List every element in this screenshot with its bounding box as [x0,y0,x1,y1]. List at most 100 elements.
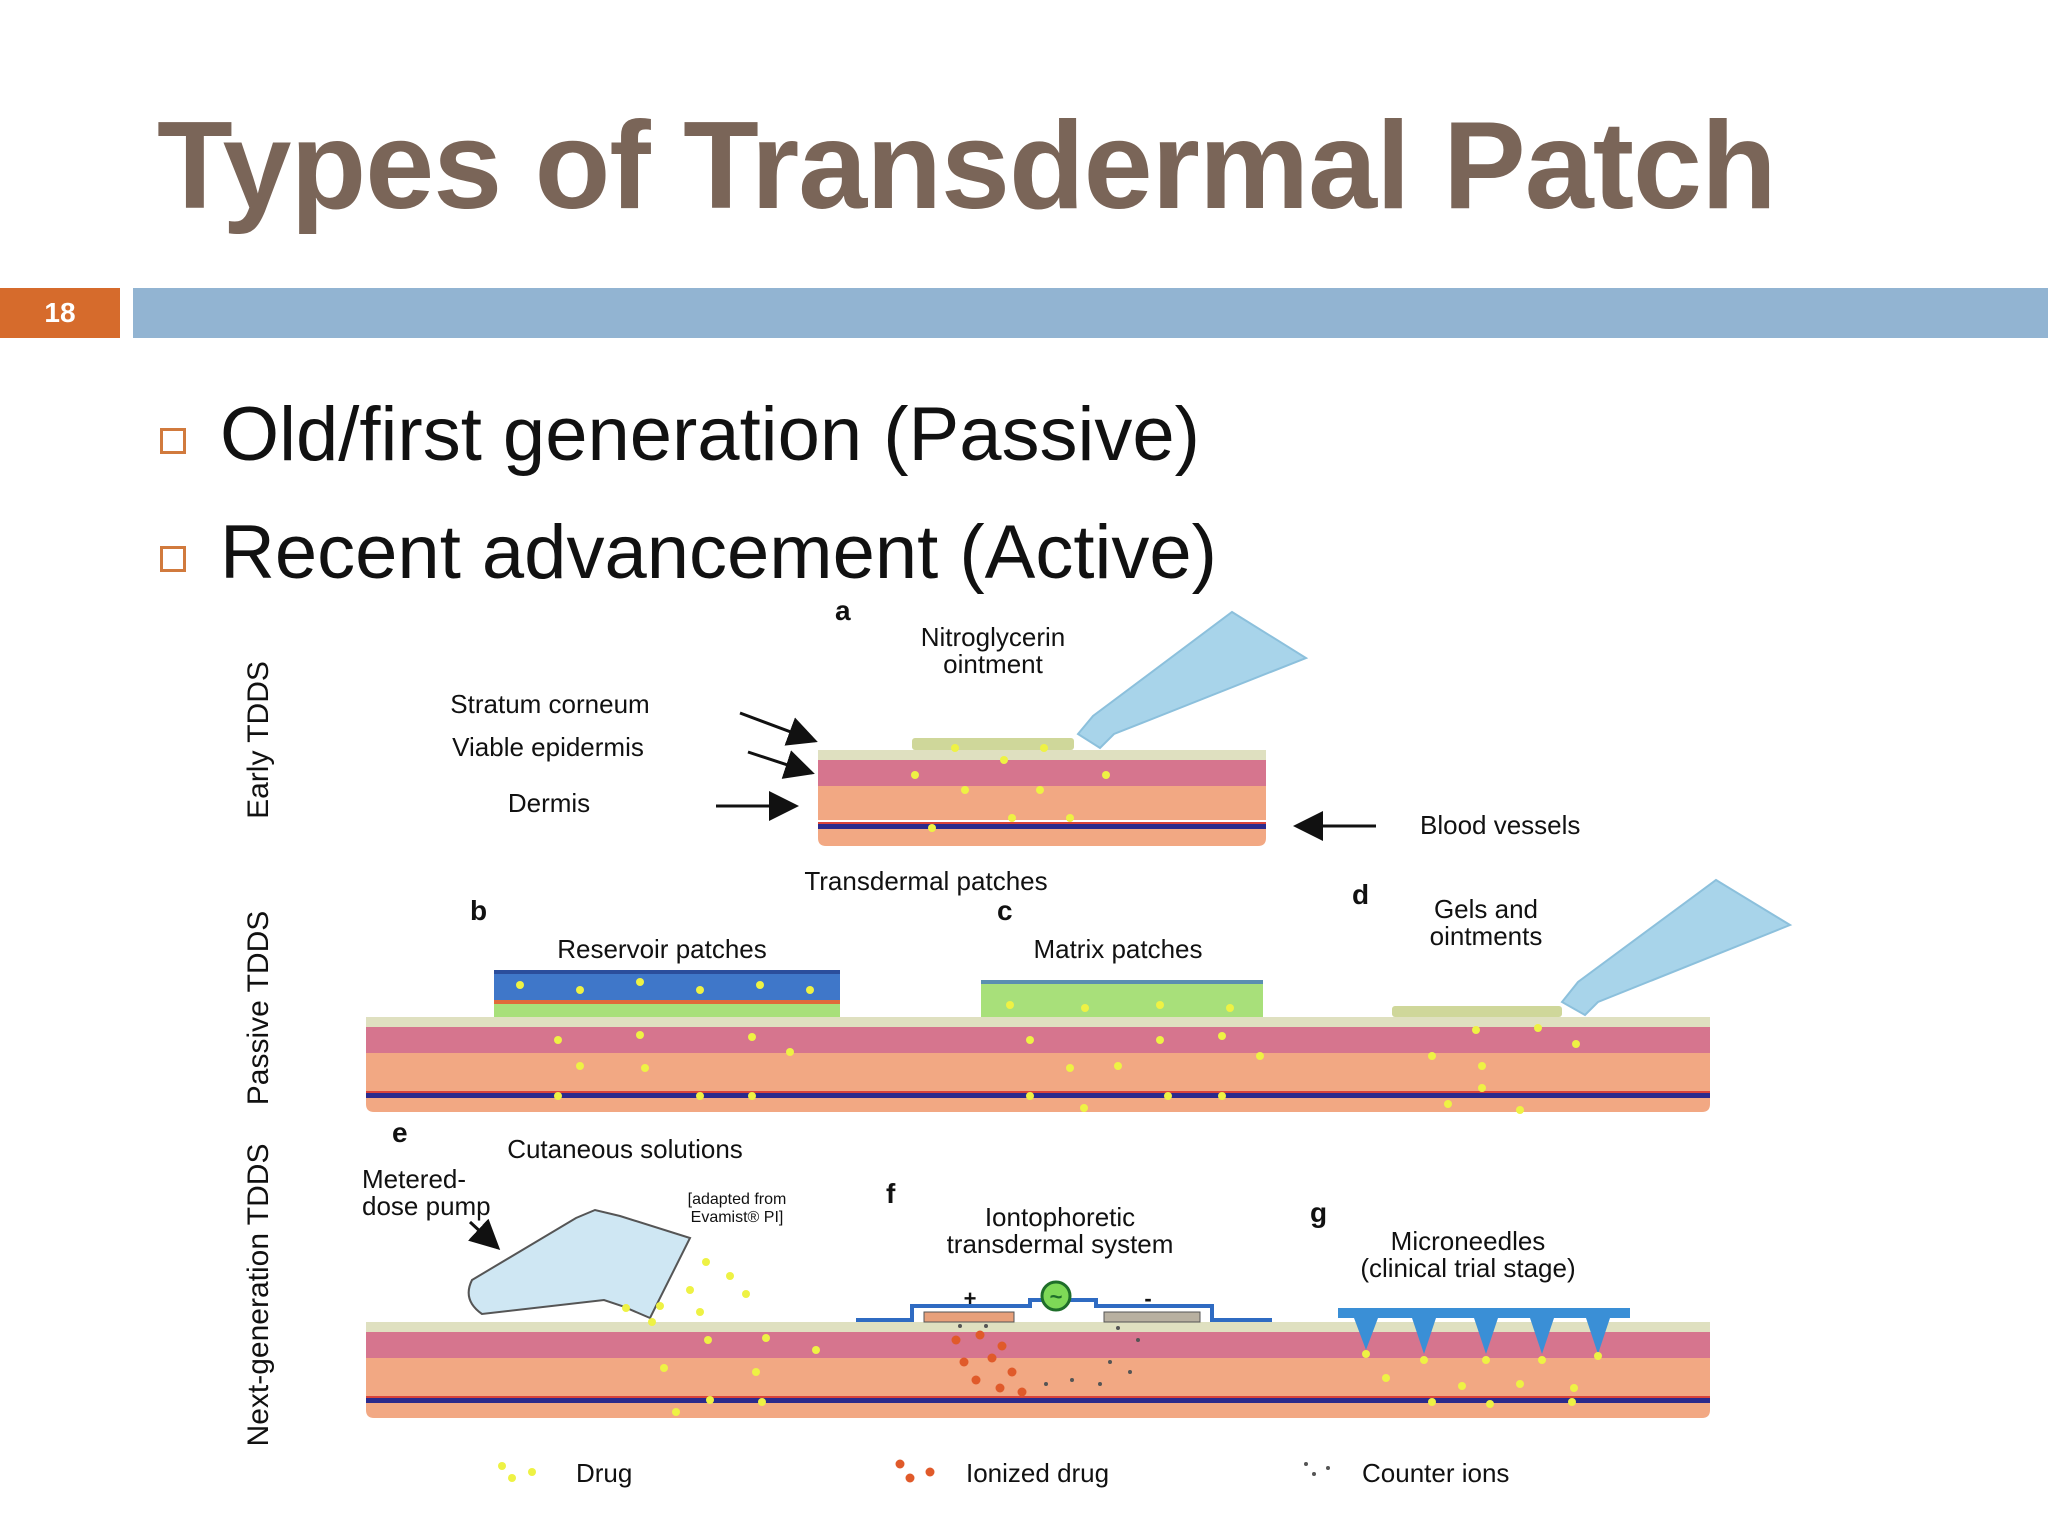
gels-label-line1: Gels and [1434,894,1538,924]
square-bullet-icon [160,546,186,572]
square-bullet-icon [160,428,186,454]
counter-ion-dot [984,1324,988,1328]
skin-epidermis [366,1027,1710,1053]
cutaneous-solutions-label: Cutaneous solutions [507,1134,743,1164]
drug-dot [786,1048,794,1056]
drug-dot [1102,771,1110,779]
drug-dot [1156,1001,1164,1009]
panel-a-letter: a [835,595,851,626]
pump-label-line2: dose pump [362,1191,491,1221]
title-divider-bar [133,288,2048,338]
ionized-drug-dot [975,1330,985,1340]
row-label-early: Early TDDS [242,661,275,819]
legend-ionized-drug-icon [895,1459,905,1469]
drug-dot [702,1258,710,1266]
ionized-drug-dot [1007,1367,1017,1377]
drug-dot [622,1304,630,1312]
bullet-item: Old/first generation (Passive) [160,375,1217,493]
drug-dot [1026,1036,1034,1044]
drug-dot [696,1308,704,1316]
gel-layer [1392,1006,1562,1017]
panel-passive: Transdermal patches b Reservoir patches … [366,866,1793,1114]
iontophoretic-label-line2: transdermal system [947,1229,1174,1259]
drug-dot [516,981,524,989]
legend-drug-icon [528,1468,536,1476]
drug-dot [686,1286,694,1294]
blood-vessel-line [366,1093,1710,1098]
drug-dot [1428,1052,1436,1060]
drug-dot [1486,1400,1494,1408]
counter-ion-dot [1044,1382,1048,1386]
drug-dot [911,771,919,779]
skin-epidermis [366,1332,1710,1358]
drug-dot [1000,756,1008,764]
microneedle-icon [1354,1318,1378,1350]
drug-dot [726,1272,734,1280]
counter-ion-dot [1116,1326,1120,1330]
drug-dot [742,1290,750,1298]
ionized-drug-dot [951,1335,961,1345]
drug-dot [636,1031,644,1039]
iontophoretic-circuit [856,1298,1272,1322]
drug-dot [1226,1004,1234,1012]
drug-dot [748,1033,756,1041]
anode-reservoir [923,1311,1015,1323]
slide-title: Types of Transdermal Patch [157,97,1777,235]
microneedle-icon [1412,1318,1436,1354]
drug-dot [1444,1100,1452,1108]
drug-dot [1572,1040,1580,1048]
drug-dot [1458,1382,1466,1390]
nitroglycerin-tube-icon [1076,610,1309,750]
legend-counter-ion-icon [1326,1466,1330,1470]
reservoir-patch-backing [494,970,840,974]
row-label-next-gen: Next-generation TDDS [242,1144,275,1447]
blood-vessels-label: Blood vessels [1420,810,1580,840]
legend: Drug Ionized drug Counter ions [498,1458,1509,1488]
skin-bottom [366,1098,1710,1112]
metered-dose-pump-icon [467,1208,692,1320]
drug-dot [648,1318,656,1326]
drug-dot [961,786,969,794]
drug-dot [696,986,704,994]
panel-e-letter: e [392,1117,408,1148]
drug-dot [1218,1032,1226,1040]
viable-epidermis-label: Viable epidermis [452,732,644,762]
reservoir-patches-label: Reservoir patches [557,934,767,964]
legend-drug-label: Drug [576,1458,632,1488]
skin-bottom [818,829,1266,846]
drug-dot [1114,1062,1122,1070]
drug-dot [1026,1092,1034,1100]
ionized-drug-dot [1017,1387,1027,1397]
drug-dot [928,824,936,832]
matrix-patches-label: Matrix patches [1033,934,1202,964]
counter-ion-dot [958,1324,962,1328]
matrix-patch-body [981,984,1263,1017]
source-label-line1: [adapted from [688,1191,787,1208]
source-label-line2: Evamist® PI] [691,1209,784,1226]
drug-dot [812,1346,820,1354]
ionized-drug-dot [959,1357,969,1367]
drug-dot [1066,1064,1074,1072]
legend-ionized-drug-icon [905,1473,915,1483]
drug-dot [1472,1026,1480,1034]
drug-dot [704,1336,712,1344]
ionized-drug-dot [997,1341,1007,1351]
skin-epidermis [818,760,1266,786]
legend-drug-icon [508,1474,516,1482]
panel-a: a Nitroglycerin ointment Stratum corneum… [450,595,1580,846]
drug-dot [1420,1356,1428,1364]
negative-electrode-symbol: - [1144,1286,1151,1311]
drug-dot [752,1368,760,1376]
drug-dot [1080,1104,1088,1112]
drug-dot [1516,1106,1524,1114]
current-source-icon [1040,1280,1072,1312]
drug-dot [1040,744,1048,752]
page-number-badge: 18 [0,288,120,338]
reservoir-patch-adhesive [494,1004,840,1017]
drug-dot [660,1364,668,1372]
drug-dot [656,1302,664,1310]
counter-ion-dot [1108,1360,1112,1364]
drug-dot [1382,1374,1390,1382]
blood-vessel-line [366,1398,1710,1403]
